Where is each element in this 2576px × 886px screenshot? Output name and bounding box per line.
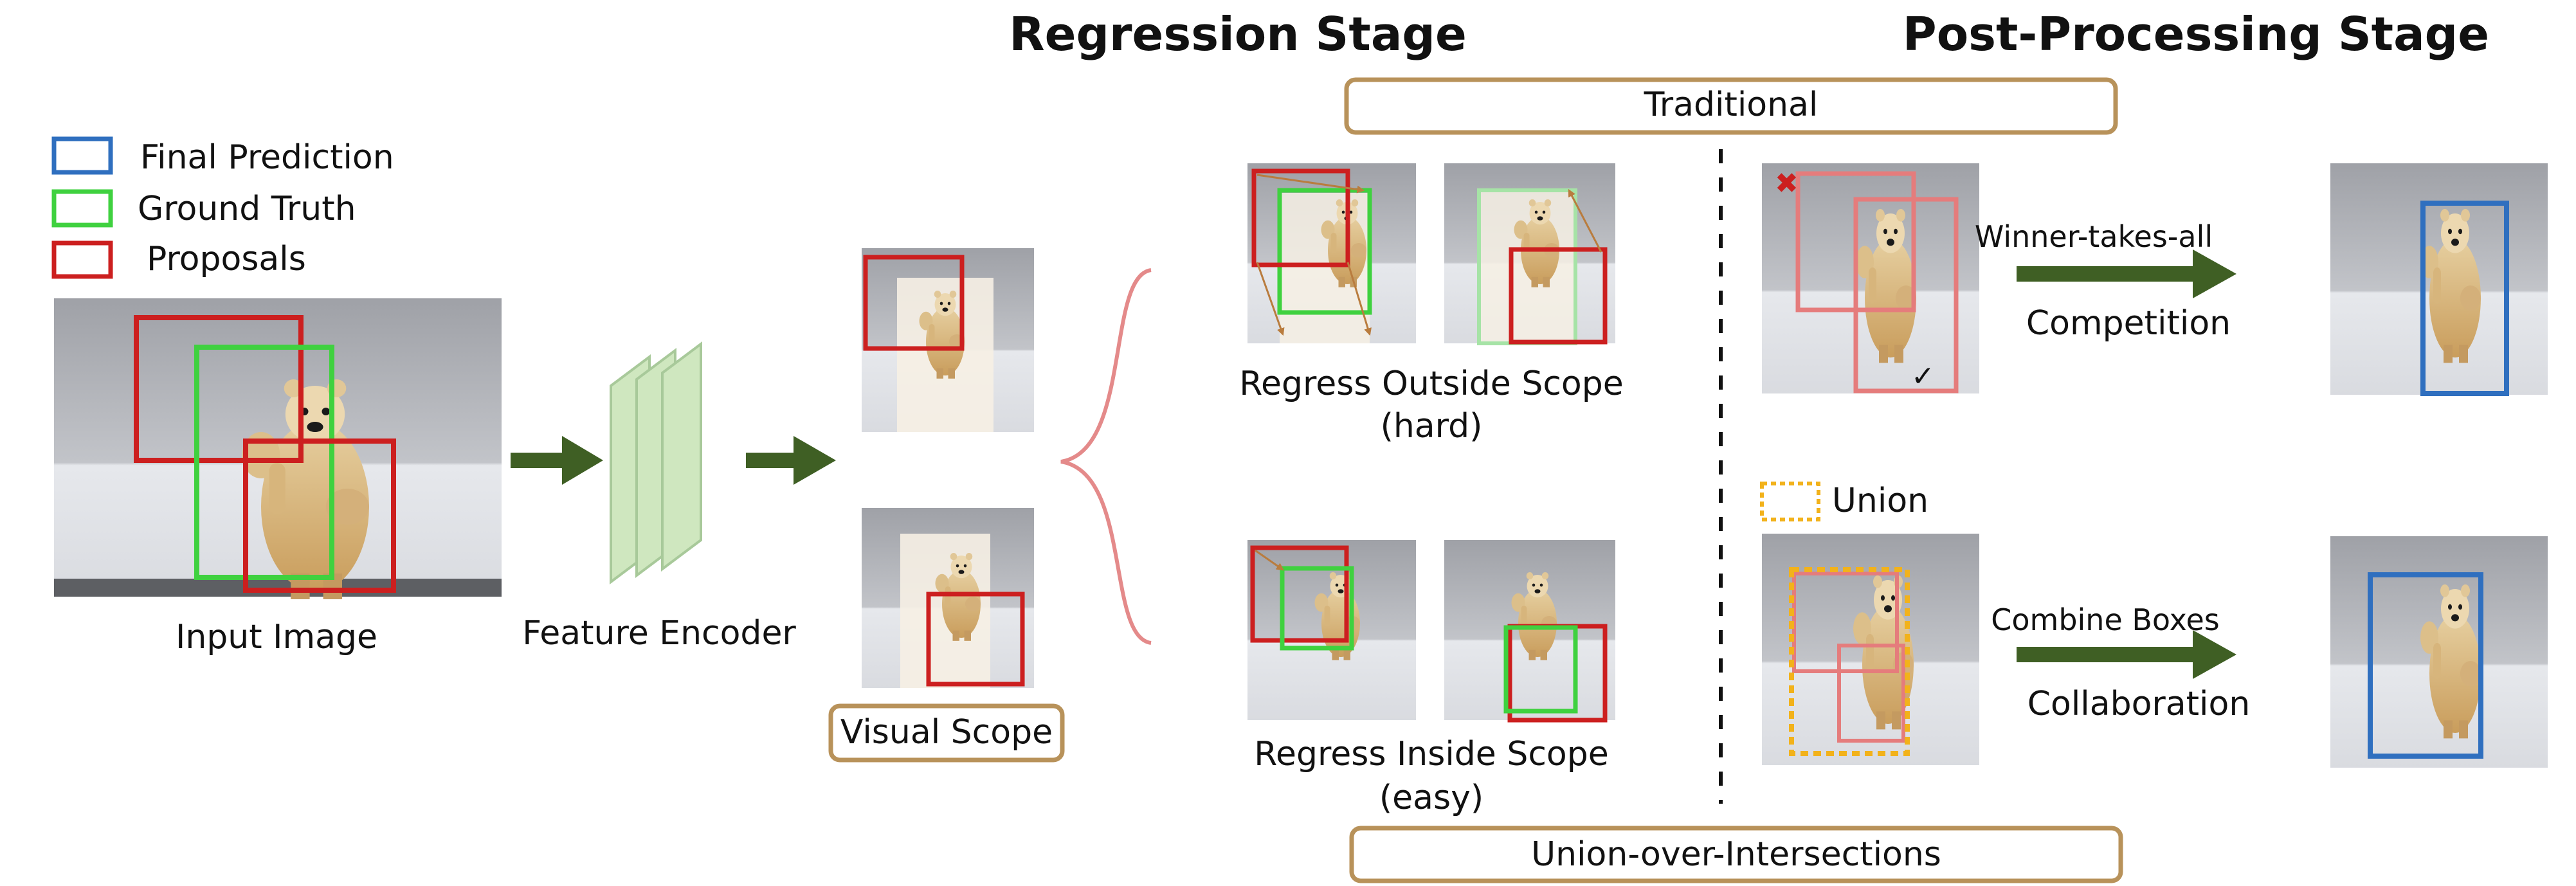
competition-input-thumbnail: ✖ ✓ xyxy=(1762,163,1979,393)
regression-thumbnail xyxy=(1444,163,1615,345)
brace-icon xyxy=(1060,268,1152,645)
legend-label-proposals: Proposals xyxy=(147,240,306,278)
union-over-intersections-label: Union-over-Intersections xyxy=(1531,835,1941,874)
scope-thumbnail xyxy=(862,248,1034,432)
proposal-box xyxy=(243,438,396,593)
right-arrow-icon xyxy=(511,436,603,485)
inside-scope-caption: Regress Inside Scope xyxy=(1254,735,1609,773)
traditional-label: Traditional xyxy=(1644,86,1819,124)
feature-encoder-caption: Feature Encoder xyxy=(522,614,796,653)
feature-encoder-icon xyxy=(610,341,702,584)
outside-scope-difficulty: (hard) xyxy=(1381,407,1483,446)
regression-stage-title: Regression Stage xyxy=(1009,7,1467,61)
proposal-box xyxy=(134,315,304,463)
collaboration-output-thumbnail xyxy=(2330,536,2548,768)
inside-scope-difficulty: (easy) xyxy=(1379,779,1483,817)
legend-swatch-proposals xyxy=(51,240,113,279)
right-arrow-icon xyxy=(746,436,836,485)
cross-icon: ✖ xyxy=(1775,167,1799,200)
input-image-caption: Input Image xyxy=(176,618,377,656)
check-icon: ✓ xyxy=(1911,360,1935,393)
post-processing-stage-title: Post-Processing Stage xyxy=(1903,7,2489,61)
collaboration-label: Collaboration xyxy=(2027,685,2251,723)
legend-swatch-final-prediction xyxy=(51,136,113,175)
traditional-box xyxy=(1344,77,2118,135)
combine-boxes-label: Combine Boxes xyxy=(1991,602,2220,637)
competition-label: Competition xyxy=(2026,304,2231,343)
visual-scope-label: Visual Scope xyxy=(840,713,1053,752)
regression-thumbnail xyxy=(1247,540,1416,720)
collaboration-input-thumbnail xyxy=(1762,534,1979,765)
winner-takes-all-label: Winner-takes-all xyxy=(1975,219,2213,254)
right-arrow-icon xyxy=(2017,249,2236,298)
scope-thumbnail xyxy=(862,508,1034,688)
competition-output-thumbnail xyxy=(2330,163,2548,396)
right-arrow-icon xyxy=(2017,630,2236,679)
ground-truth-box xyxy=(194,345,334,580)
outside-scope-caption: Regress Outside Scope xyxy=(1239,365,1624,403)
visual-scope-box xyxy=(828,703,1065,763)
union-legend-label: Union xyxy=(1832,482,1928,520)
regression-thumbnail xyxy=(1444,540,1615,723)
union-over-intersections-box xyxy=(1349,826,2123,883)
legend-swatch-ground-truth xyxy=(51,189,113,228)
legend-label-final-prediction: Final Prediction xyxy=(140,138,394,177)
union-legend-swatch xyxy=(1760,482,1820,521)
legend: Final Prediction Ground Truth Proposals xyxy=(51,136,394,279)
regression-thumbnail xyxy=(1247,163,1416,343)
legend-label-ground-truth: Ground Truth xyxy=(138,190,356,228)
input-image xyxy=(54,298,502,599)
